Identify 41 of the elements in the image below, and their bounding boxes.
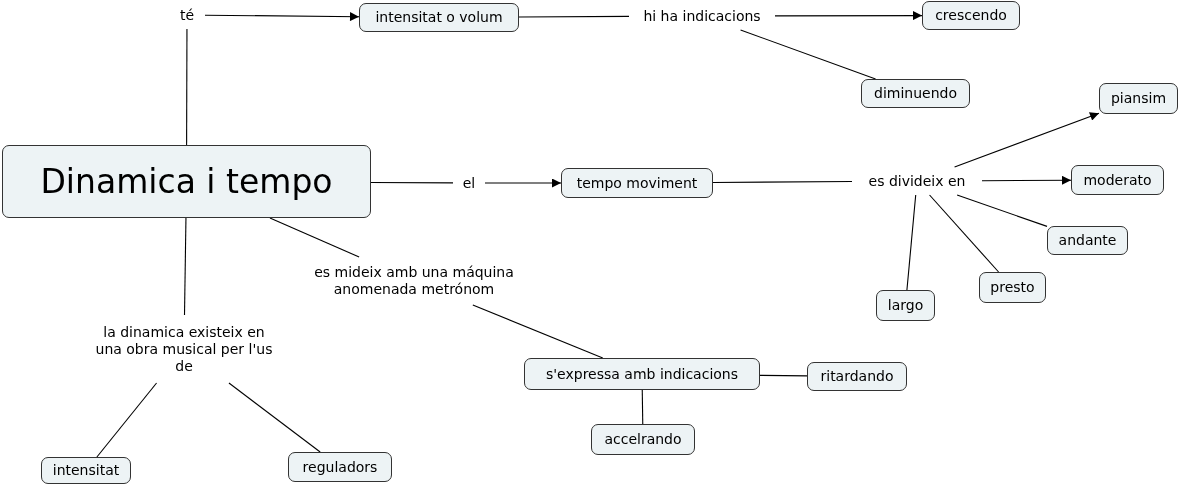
connector-line (641, 389, 644, 425)
linking-phrase: la dinamica existeix en una obra musical per l'us de (92, 318, 276, 380)
concept-box: intensitat (41, 457, 131, 484)
concept-box: moderato (1071, 165, 1164, 195)
connector-line (906, 194, 917, 291)
linking-phrase: el (456, 172, 482, 194)
connector-line (929, 194, 1000, 273)
connector-line (740, 29, 877, 80)
concept-box: reguladors (288, 452, 392, 482)
connector-line (370, 181, 454, 184)
concept-box: piansim (1099, 83, 1178, 114)
connector-line (96, 382, 158, 458)
connector-line (518, 15, 630, 18)
linking-phrase: hi ha indicacions (632, 5, 772, 27)
concept-box: tempo moviment (561, 168, 713, 198)
concept-box: crescendo (922, 1, 1020, 30)
concept-box: andante (1047, 226, 1128, 255)
linking-phrase: té (172, 4, 202, 26)
arrow (774, 11, 923, 21)
concept-box: diminuendo (861, 79, 970, 108)
connector-line (269, 217, 360, 258)
connector-line (228, 382, 321, 453)
concept-box: presto (979, 272, 1046, 303)
concept-box: Dinamica i tempo (2, 145, 371, 218)
linking-phrase: es mideix amb una máquina anomenada metrónom (288, 260, 540, 302)
connector-line (712, 180, 853, 183)
concept-box: accelrando (591, 424, 695, 455)
connector-line (759, 374, 808, 377)
linking-phrase: es divideix en (855, 170, 979, 192)
connector-line (956, 194, 1048, 227)
concept-box: ritardando (807, 362, 907, 391)
connector-line (472, 304, 604, 359)
arrow (954, 112, 1100, 168)
connector-line (186, 28, 188, 146)
arrow (981, 175, 1072, 185)
arrow (484, 178, 562, 188)
arrow (204, 12, 360, 22)
connector-line (183, 217, 187, 316)
concept-box: intensitat o volum (359, 3, 519, 32)
concept-box: s'expressa amb indicacions (524, 358, 760, 390)
concept-box: largo (876, 290, 935, 321)
